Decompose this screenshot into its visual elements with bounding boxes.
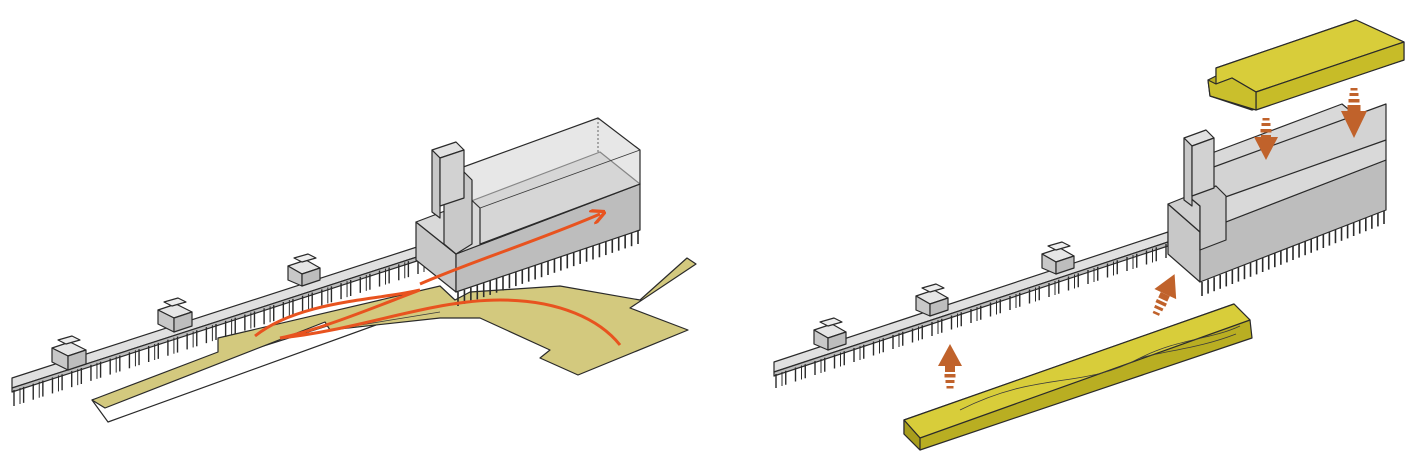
circulation-diagram bbox=[11, 117, 697, 423]
assembly-diagram bbox=[773, 19, 1405, 451]
down-arrow bbox=[1341, 88, 1367, 138]
roof-volume bbox=[1207, 19, 1405, 111]
pier-colonnade bbox=[11, 245, 425, 406]
ground-ribbon-volume bbox=[903, 303, 1253, 451]
pier-pavilion bbox=[1041, 241, 1075, 275]
pier-pavilion bbox=[157, 297, 193, 333]
ground-plane bbox=[91, 257, 697, 423]
down-arrow bbox=[1254, 118, 1278, 160]
circulation-paths bbox=[254, 214, 622, 346]
main-building bbox=[415, 117, 641, 306]
up-arrow bbox=[938, 344, 962, 389]
pier-pavilion bbox=[813, 317, 847, 351]
straight-path-arrow bbox=[419, 214, 600, 286]
placement-arrows bbox=[938, 88, 1367, 389]
curved-path-arrow bbox=[254, 288, 622, 346]
pier-pavilion bbox=[51, 335, 87, 371]
pier-pavilion bbox=[915, 283, 949, 317]
pier-pavilion bbox=[287, 253, 321, 287]
up-arrow bbox=[1152, 274, 1177, 316]
main-building bbox=[1167, 103, 1387, 296]
